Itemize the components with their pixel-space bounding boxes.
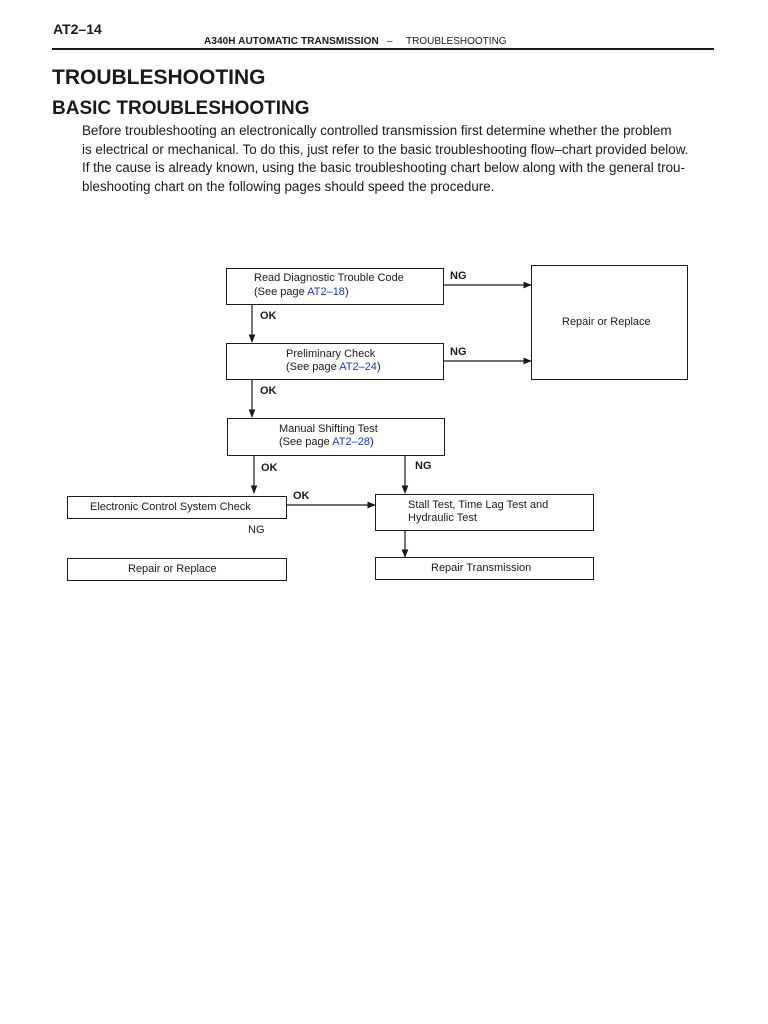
intro-line: Before troubleshooting an electronically… bbox=[82, 123, 672, 138]
preliminary-check-box: Preliminary Check (See page AT2–24) bbox=[226, 343, 444, 380]
repair-transmission-box: Repair Transmission bbox=[375, 557, 594, 580]
stall-test-label-line2: Hydraulic Test bbox=[408, 512, 477, 524]
ok-label: OK bbox=[293, 490, 310, 502]
header-rule bbox=[52, 48, 714, 50]
read-dtc-box: Read Diagnostic Trouble Code (See page A… bbox=[226, 268, 444, 305]
page-link-at2-28[interactable]: AT2–28 bbox=[332, 436, 370, 448]
see-page-prefix: (See page bbox=[279, 436, 333, 448]
ok-label: OK bbox=[261, 462, 278, 474]
header-title: A340H AUTOMATIC TRANSMISSION bbox=[204, 36, 379, 47]
intro-line: is electrical or mechanical. To do this,… bbox=[82, 141, 689, 157]
manual-shifting-test-box: Manual Shifting Test (See page AT2–28) bbox=[227, 418, 445, 456]
repair-transmission-label: Repair Transmission bbox=[431, 562, 532, 574]
ng-label: NG bbox=[248, 524, 265, 536]
section-heading: BASIC TROUBLESHOOTING bbox=[52, 98, 310, 119]
ok-label: OK bbox=[260, 310, 277, 322]
see-page-suffix: ) bbox=[344, 286, 349, 298]
read-dtc-label: Read Diagnostic Trouble Code bbox=[254, 272, 404, 284]
preliminary-check-label: Preliminary Check bbox=[286, 348, 376, 360]
manual-shifting-test-ref: (See page AT2–28) bbox=[279, 436, 374, 450]
see-page-prefix: (See page bbox=[286, 361, 340, 373]
repair-replace-left-label: Repair or Replace bbox=[128, 563, 217, 575]
stall-test-box: Stall Test, Time Lag Test and Hydraulic … bbox=[375, 494, 594, 531]
ng-label: NG bbox=[450, 270, 467, 282]
page-link-at2-18[interactable]: AT2–18 bbox=[307, 286, 345, 298]
stall-test-label-line1: Stall Test, Time Lag Test and bbox=[408, 499, 549, 511]
repair-replace-left-box: Repair or Replace bbox=[67, 558, 287, 581]
repair-replace-right-label: Repair or Replace bbox=[562, 316, 651, 328]
page-link-at2-24[interactable]: AT2–24 bbox=[339, 361, 377, 373]
electronic-control-check-label: Electronic Control System Check bbox=[90, 501, 251, 513]
ng-label: NG bbox=[450, 346, 467, 358]
preliminary-check-ref: (See page AT2–24) bbox=[286, 361, 381, 375]
manual-shifting-test-label: Manual Shifting Test bbox=[279, 423, 378, 435]
ok-label: OK bbox=[260, 385, 277, 397]
intro-line: bleshooting chart on the following pages… bbox=[82, 178, 495, 194]
electronic-control-check-box: Electronic Control System Check bbox=[67, 496, 287, 519]
intro-line: If the cause is already known, using the… bbox=[82, 160, 685, 176]
see-page-prefix: (See page bbox=[254, 286, 308, 298]
see-page-suffix: ) bbox=[376, 361, 381, 373]
page-title: TROUBLESHOOTING bbox=[52, 66, 266, 89]
see-page-suffix: ) bbox=[369, 436, 374, 448]
read-dtc-ref: (See page AT2–18) bbox=[254, 286, 349, 300]
header-dash: – bbox=[387, 36, 393, 47]
repair-replace-right-box: Repair or Replace bbox=[531, 265, 688, 380]
page-number: AT2–14 bbox=[53, 21, 102, 37]
header-section: TROUBLESHOOTING bbox=[406, 36, 507, 47]
ng-label: NG bbox=[415, 460, 432, 472]
intro-paragraph: Before troubleshooting an electronically… bbox=[82, 122, 698, 196]
